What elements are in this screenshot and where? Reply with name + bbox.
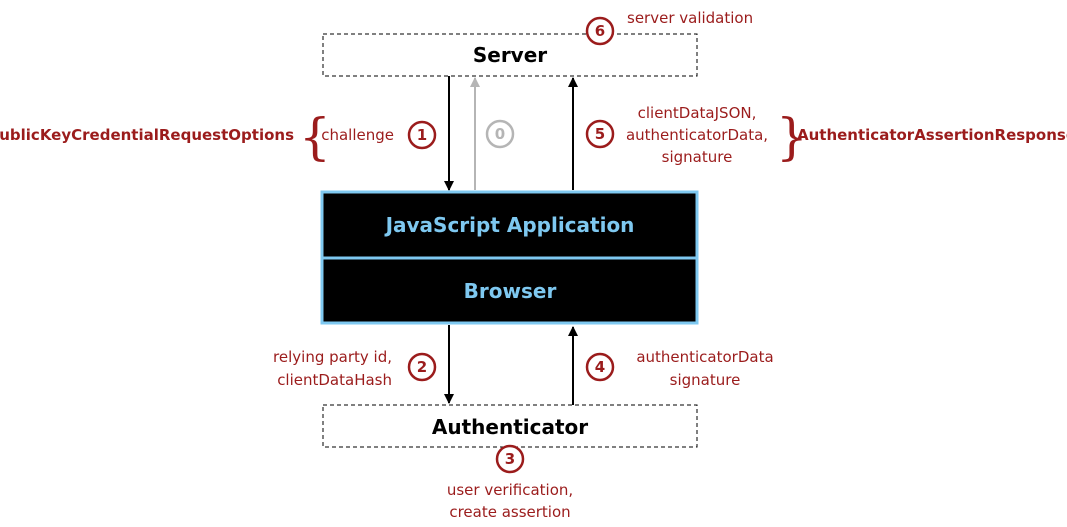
- right-brace: }: [776, 108, 808, 166]
- step-2: 2: [407, 352, 437, 382]
- step-1-number: 1: [417, 126, 427, 144]
- step-5-circle: [585, 119, 615, 149]
- step-6-circle: [585, 16, 615, 46]
- request-options-label: PublicKeyCredentialRequestOptions: [0, 126, 294, 144]
- step-4: 4: [585, 352, 615, 382]
- step5-label-line3: signature: [662, 148, 733, 166]
- step3-label-line1: user verification,: [447, 481, 573, 499]
- authenticator-title: Authenticator: [432, 415, 588, 439]
- step-1-circle: [407, 120, 437, 150]
- step-2-number: 2: [417, 358, 427, 376]
- step5-label-line1: clientDataJSON,: [638, 104, 757, 122]
- step4-label-line2: signature: [670, 371, 741, 389]
- step3-label-line2: create assertion: [449, 503, 570, 521]
- client-stack: JavaScript Application Browser: [320, 190, 699, 325]
- step-1: 1: [407, 120, 437, 150]
- step4-label-line1: authenticatorData: [636, 348, 773, 366]
- step-5: 5: [585, 119, 615, 149]
- step-0-circle: [485, 119, 515, 149]
- server-validation-label: server validation: [627, 9, 753, 27]
- step-5-number: 5: [595, 125, 605, 143]
- step-3-number: 3: [505, 450, 515, 468]
- step2-label-line2: clientDataHash: [277, 371, 392, 389]
- step-3: 3: [495, 444, 525, 474]
- step-4-circle: [585, 352, 615, 382]
- server-box: Server: [322, 33, 698, 77]
- server-title: Server: [473, 43, 547, 67]
- left-brace: {: [299, 108, 331, 166]
- challenge-label: challenge: [321, 126, 394, 144]
- javascript-application-title: JavaScript Application: [384, 213, 635, 237]
- step-6-number: 6: [595, 22, 605, 40]
- step-4-number: 4: [595, 358, 605, 376]
- assertion-response-label: AuthenticatorAssertionResponse: [797, 126, 1067, 144]
- step-0-number: 0: [495, 125, 505, 143]
- step-0: 0: [485, 119, 515, 149]
- authenticator-box: Authenticator: [322, 404, 698, 448]
- step-2-circle: [407, 352, 437, 382]
- step-6: 6: [585, 16, 615, 46]
- browser-title: Browser: [464, 279, 557, 303]
- step-3-circle: [495, 444, 525, 474]
- step2-label-line1: relying party id,: [273, 348, 392, 366]
- step5-label-line2: authenticatorData,: [626, 126, 768, 144]
